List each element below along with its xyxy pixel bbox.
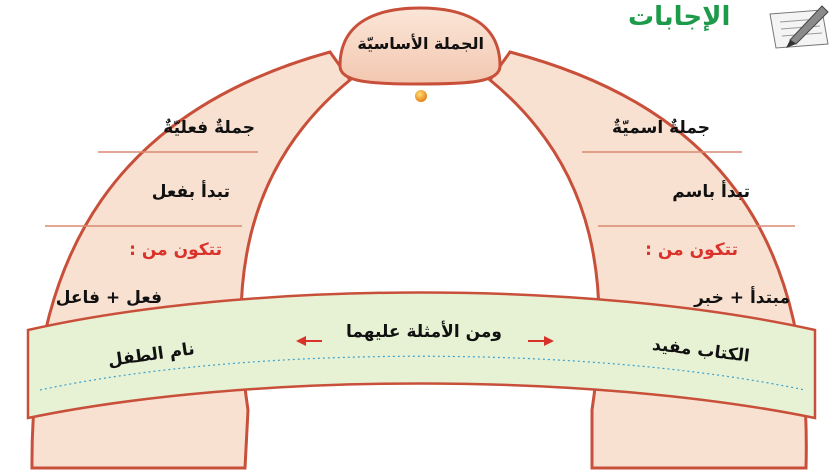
center-dot xyxy=(415,90,427,102)
right-start-label: تبدأ باسم xyxy=(672,182,750,202)
band-label: ومن الأمثلة عليهما xyxy=(346,322,502,342)
right-arrow xyxy=(528,336,554,346)
header-title: الإجابات xyxy=(628,2,731,32)
left-type-label: جملةٌ فعليّةٌ xyxy=(163,118,255,138)
header: الإجابات xyxy=(628,2,834,46)
right-parts-label: مبتدأ + خبر xyxy=(694,288,790,308)
center-title: الجملة الأساسيّة xyxy=(357,34,484,53)
left-consists-label: تتكون من : xyxy=(129,240,222,260)
writing-pen-icon xyxy=(769,5,829,49)
left-start-label: تبدأ بفعل xyxy=(151,182,230,202)
right-type-label: جملةٌ اسميّةٌ xyxy=(611,118,710,138)
top-cap xyxy=(338,6,502,86)
examples-band xyxy=(26,291,817,420)
left-arrow xyxy=(296,336,322,346)
left-parts-label: فعل + فاعل xyxy=(55,288,162,308)
right-consists-label: تتكون من : xyxy=(645,240,738,260)
